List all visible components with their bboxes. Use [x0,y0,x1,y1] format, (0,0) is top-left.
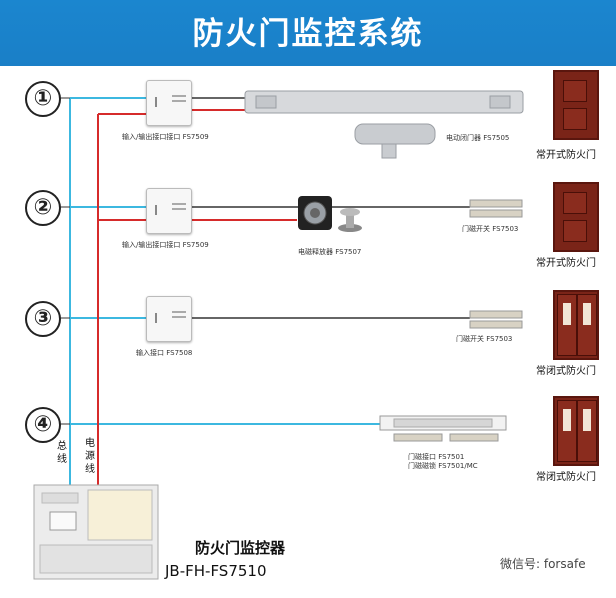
row-number-2: ② [25,190,61,226]
door-label: 常开式防火门 [536,150,596,161]
module-label: 输入/输出接口接口 FS7509 [122,133,209,141]
sensor-label: 门磁开关 FS7503 [462,225,519,233]
magnetic-release-icon [298,196,362,232]
fire-door-icon [553,290,599,360]
fire-door-icon [553,182,599,252]
lock-label: 门磁接口 FS7501 [408,453,465,461]
controller-cabinet-icon [33,484,159,580]
door-label: 常闭式防火门 [536,366,596,377]
io-module-icon [146,188,192,234]
bus-label: 总线 [57,441,67,465]
row-number-1: ① [25,81,61,117]
fire-door-icon [553,70,599,140]
power-label: 电源线 [85,438,95,475]
controller-name: 防火门监控器 [195,539,286,557]
door-label: 常闭式防火门 [536,472,596,483]
door-closer-icon [244,90,524,159]
row-number-3: ③ [25,301,61,337]
page-title: 防火门监控系统 [192,16,424,52]
input-module-icon [146,296,192,342]
device-label: 电动闭门器 FS7505 [446,134,510,142]
sensor-label: 门磁开关 FS7503 [456,335,513,343]
module-label: 输入/输出接口接口 FS7509 [122,241,209,249]
controller-model: JB-FH-FS7510 [165,562,267,580]
door-contact-icon [469,199,523,218]
io-module-icon [146,80,192,126]
wechat-watermark: 微信号: forsafe [500,557,586,571]
power-lines [97,109,297,488]
door-label: 常开式防火门 [536,258,596,269]
row-number-4: ④ [25,407,61,443]
title-banner: 防火门监控系统 [0,0,616,66]
lock-label: 门磁磁锁 FS7501/MC [408,462,478,470]
door-contact-icon [469,310,523,329]
bus-lines [69,97,380,488]
module-label: 输入接口 FS7508 [136,349,193,357]
maglock-icon [379,415,507,442]
device-label: 电磁释放器 FS7507 [298,248,362,256]
fire-door-icon [553,396,599,466]
